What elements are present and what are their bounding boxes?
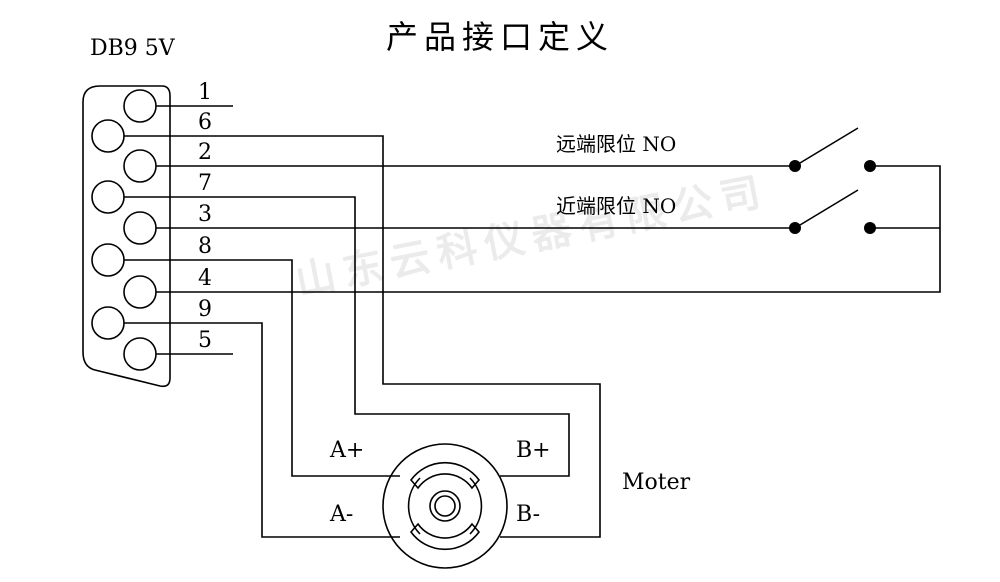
pin-circle-2 <box>123 149 157 183</box>
far-switch-contact-a <box>789 160 801 172</box>
pin-circle-5 <box>123 337 157 371</box>
pin-label-4: 4 <box>198 266 212 291</box>
motor-body <box>382 443 508 569</box>
near-switch-contact-b <box>864 222 876 234</box>
motor-b-minus-label: B- <box>516 502 541 527</box>
motor-shaft-outer <box>429 490 461 522</box>
motor-a-plus-label: A+ <box>330 438 365 463</box>
wire-pin9 <box>124 322 400 538</box>
pin-circle-7 <box>91 180 125 214</box>
motor-bottom-winding <box>409 522 481 551</box>
motor-a-minus-label: A- <box>330 502 354 527</box>
pin-circle-6 <box>91 119 125 153</box>
motor-right-winding <box>469 477 483 535</box>
wire-pin4 <box>156 165 941 293</box>
wire-pin7 <box>124 196 570 477</box>
pin-label-5: 5 <box>198 328 212 353</box>
connector-label: DB9 5V <box>90 36 175 61</box>
pin-circle-4 <box>123 275 157 309</box>
pin-circle-9 <box>91 306 125 340</box>
pin-label-6: 6 <box>198 110 212 135</box>
pin-label-2: 2 <box>198 140 212 165</box>
db9-shell <box>82 85 171 388</box>
near-limit-switch-label: 近端限位 NO <box>556 194 677 218</box>
far-switch-lever <box>794 127 859 167</box>
wire-pin8 <box>124 259 400 477</box>
pin-label-3: 3 <box>198 202 212 227</box>
pin-label-8: 8 <box>198 234 212 259</box>
pin-label-9: 9 <box>198 297 212 322</box>
pin-circle-8 <box>91 243 125 277</box>
motor-b-plus-label: B+ <box>516 438 551 463</box>
pin-circle-3 <box>123 211 157 245</box>
diagram-title: 产品接口定义 <box>385 18 614 56</box>
wire-pin6 <box>124 135 601 538</box>
far-switch-contact-b <box>864 160 876 172</box>
near-switch-contact-a <box>789 222 801 234</box>
pin-circle-1 <box>123 89 157 123</box>
pin-label-7: 7 <box>198 171 212 196</box>
near-switch-lever <box>794 189 859 229</box>
motor-left-winding <box>407 477 421 535</box>
far-limit-switch-label: 远端限位 NO <box>556 132 677 156</box>
motor-top-winding <box>409 461 481 490</box>
motor-label: Moter <box>622 470 691 495</box>
motor-shaft-inner <box>434 495 456 517</box>
pin-label-1: 1 <box>198 80 212 105</box>
